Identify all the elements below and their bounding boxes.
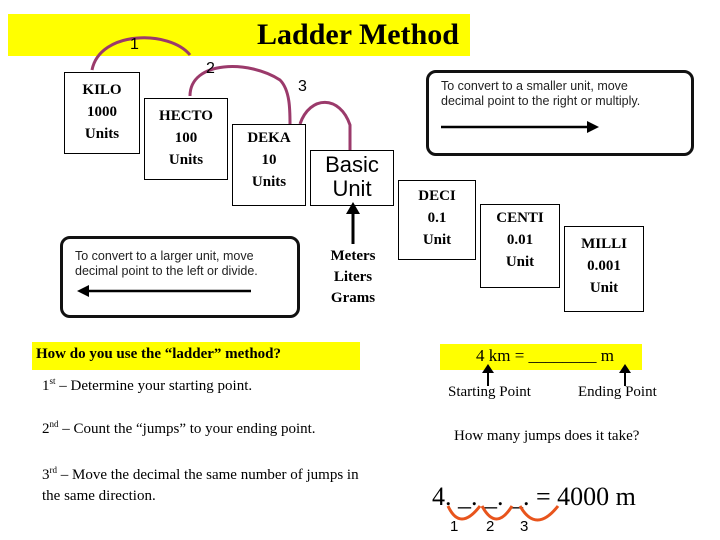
- note-larger-unit: To convert to a larger unit, move decima…: [60, 236, 300, 318]
- note-larger-line1: To convert to a larger unit, move: [75, 249, 254, 263]
- ending-point-label: Ending Point: [578, 384, 657, 400]
- step-deka: DEKA 10 Units: [232, 124, 306, 206]
- question-bar: [32, 342, 360, 370]
- step-milli: MILLI 0.001 Unit: [564, 226, 644, 312]
- end-arrow-icon: [619, 364, 631, 386]
- instruction-3-text: – Move the decimal the same number of ju…: [42, 467, 359, 504]
- answer-jump-3: 3: [520, 518, 529, 535]
- jump-number-2: 2: [206, 60, 215, 77]
- step-basic-line2: Unit: [332, 176, 372, 201]
- step-kilo-unit: Units: [84, 126, 120, 142]
- left-arrow-icon: [77, 285, 251, 297]
- instruction-1-sup: st: [49, 376, 56, 386]
- basic-unit-grams: Grams: [330, 290, 376, 306]
- basic-unit-meters: Meters: [330, 248, 376, 264]
- example-problem: 4 km = ________ m: [476, 346, 615, 365]
- instruction-3: 3rd – Move the decimal the same number o…: [42, 460, 364, 507]
- step-deci-name: DECI: [418, 188, 456, 204]
- instruction-2: 2nd – Count the “jumps” to your ending p…: [42, 419, 382, 438]
- start-arrow-icon: [482, 364, 494, 386]
- step-basic-line1: Basic: [325, 152, 379, 177]
- jump-arc-1: [90, 36, 192, 71]
- instruction-2-sup: nd: [49, 419, 59, 429]
- step-milli-name: MILLI: [581, 236, 627, 252]
- step-hecto-name: HECTO: [159, 108, 213, 124]
- step-milli-factor: 0.001: [587, 258, 621, 274]
- up-arrow-icon: [346, 202, 360, 244]
- note-smaller-line2: decimal point to the right or multiply.: [441, 94, 641, 108]
- step-deka-name: DEKA: [247, 130, 291, 146]
- step-milli-unit: Unit: [589, 280, 619, 296]
- example-problem-bar: [440, 344, 642, 370]
- step-basic-unit: Basic Unit: [310, 150, 394, 206]
- step-deka-factor: 10: [261, 152, 277, 168]
- instruction-1-ord: 1: [42, 378, 50, 394]
- note-larger-line2: decimal point to the left or divide.: [75, 264, 258, 278]
- jump-arc-3: [298, 100, 352, 150]
- step-centi-unit: Unit: [505, 254, 535, 270]
- instruction-1: 1st – Determine your starting point.: [42, 376, 372, 395]
- instruction-3-sup: rd: [49, 465, 58, 475]
- example-answer: 4. _. _. _. = 4000 m: [432, 482, 636, 511]
- step-hecto-factor: 100: [174, 130, 198, 146]
- step-kilo: KILO 1000 Units: [64, 72, 140, 154]
- answer-jump-arcs: [446, 505, 560, 522]
- basic-unit-liters: Liters: [333, 269, 373, 285]
- instruction-3-ord: 3: [42, 467, 50, 483]
- question-text: How do you use the “ladder” method?: [36, 346, 282, 362]
- step-centi-factor: 0.01: [506, 232, 534, 248]
- jump-number-3: 3: [298, 78, 307, 95]
- answer-jump-1: 1: [450, 518, 459, 535]
- page-title: Ladder Method: [257, 18, 459, 51]
- answer-jump-2: 2: [486, 518, 495, 535]
- note-smaller-unit: To convert to a smaller unit, move decim…: [426, 70, 694, 156]
- step-deci-unit: Unit: [422, 232, 452, 248]
- step-centi-name: CENTI: [496, 210, 544, 226]
- step-hecto: HECTO 100 Units: [144, 98, 228, 180]
- basic-units-list: Meters Liters Grams: [318, 246, 388, 309]
- step-kilo-name: KILO: [82, 82, 122, 98]
- step-deci: DECI 0.1 Unit: [398, 180, 476, 260]
- instruction-1-text: – Determine your starting point.: [55, 378, 253, 394]
- note-smaller-line1: To convert to a smaller unit, move: [441, 79, 628, 93]
- right-arrow-icon: [441, 121, 599, 133]
- step-hecto-unit: Units: [168, 152, 204, 168]
- title-bar: [8, 14, 470, 56]
- starting-point-label: Starting Point: [448, 384, 531, 400]
- jump-number-1: 1: [130, 36, 139, 53]
- jumps-question: How many jumps does it take?: [454, 428, 640, 444]
- instruction-2-ord: 2: [42, 421, 50, 437]
- step-deka-unit: Units: [251, 174, 287, 190]
- step-centi: CENTI 0.01 Unit: [480, 204, 560, 288]
- instruction-2-text: – Count the “jumps” to your ending point…: [58, 421, 316, 437]
- jump-arc-2: [188, 65, 292, 125]
- step-kilo-factor: 1000: [87, 104, 117, 120]
- step-deci-factor: 0.1: [427, 210, 447, 226]
